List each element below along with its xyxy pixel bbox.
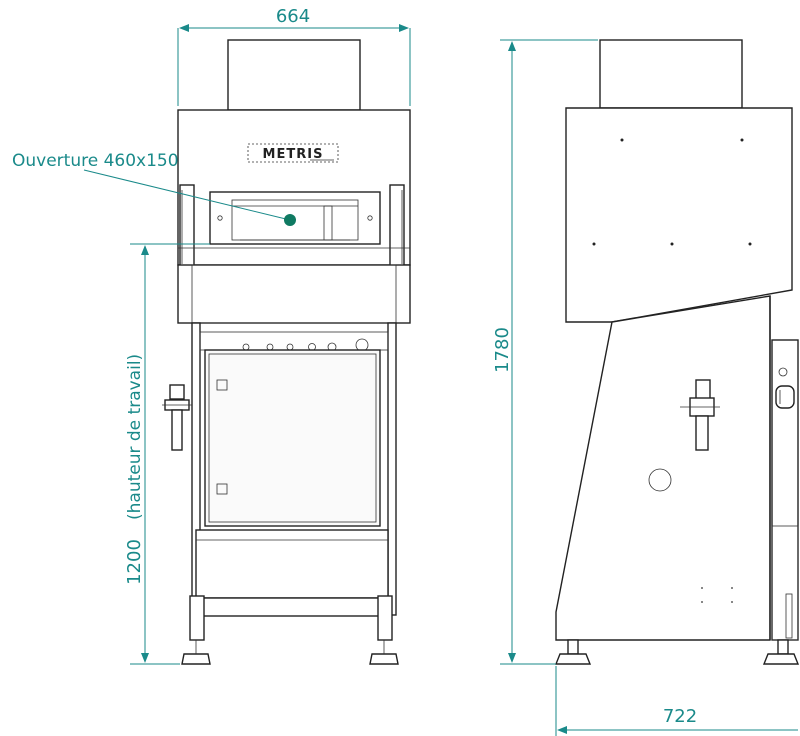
electrical-cabinet	[204, 349, 381, 527]
brand-plate	[247, 143, 339, 163]
opening-marker	[284, 214, 296, 226]
side-head-housing	[565, 107, 793, 323]
dimension-work-height: (hauteur de travail) 1200	[124, 243, 210, 665]
side-air-regulator	[680, 379, 720, 451]
side-foot-left	[554, 639, 592, 665]
work-height-note: (hauteur de travail)	[125, 354, 145, 520]
opening-label: Ouverture 460x150	[12, 151, 179, 171]
side-foot-right	[762, 639, 800, 665]
work-height-label: 1200	[124, 539, 145, 585]
dimension-depth: 722	[555, 666, 798, 736]
air-regulator	[162, 384, 192, 451]
side-door-panel	[771, 339, 799, 641]
dimension-total-height: 1780	[492, 39, 598, 665]
depth-label: 722	[663, 706, 697, 727]
side-view	[554, 39, 800, 665]
left-foot	[181, 595, 211, 665]
cabinet-lock-top	[216, 379, 228, 391]
dimension-front-width: 664	[177, 6, 411, 106]
opening-callout: Ouverture 460x150	[12, 151, 296, 226]
side-body	[555, 295, 771, 641]
cabinet-lock-bottom	[216, 483, 228, 495]
upper-frame	[177, 264, 411, 324]
front-view: METRIS	[162, 39, 411, 665]
side-top-module	[599, 39, 743, 109]
control-strip	[199, 331, 389, 351]
front-width-label: 664	[276, 6, 310, 27]
side-port	[648, 468, 672, 492]
base-plinth	[195, 597, 389, 617]
brand-label: METRIS	[263, 147, 324, 162]
total-height-label: 1780	[492, 327, 513, 373]
right-foot	[369, 595, 399, 665]
right-leg	[387, 322, 397, 616]
top-module	[227, 39, 361, 111]
